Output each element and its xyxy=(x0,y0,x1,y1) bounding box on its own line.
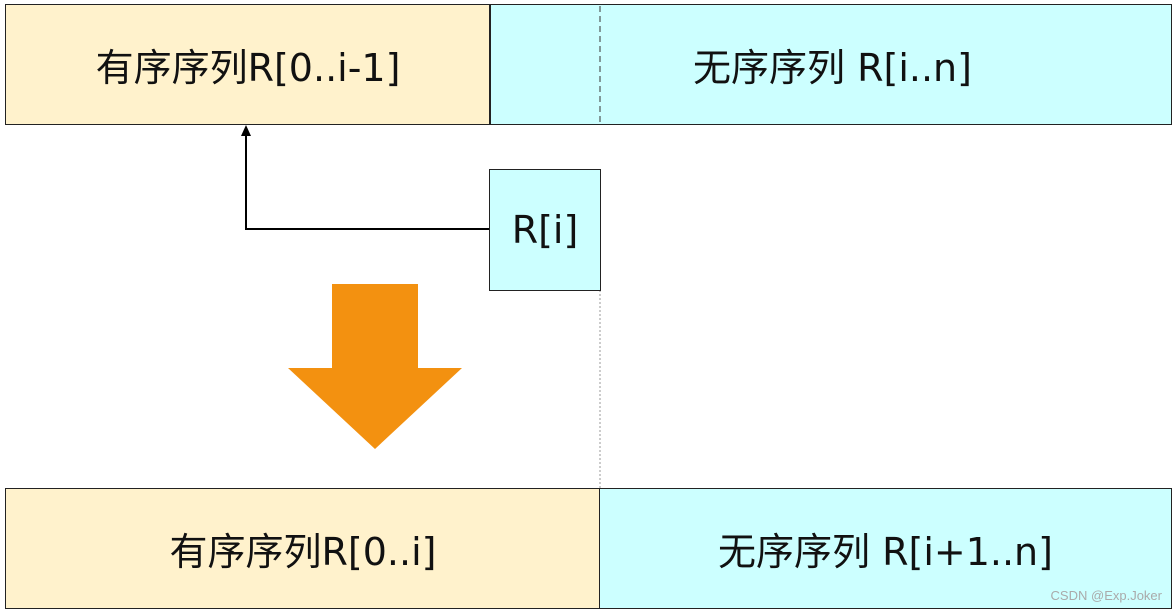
watermark: CSDN @Exp.Joker xyxy=(1050,588,1162,603)
current-element-label: R[i] xyxy=(511,208,579,252)
bottom-sorted-region: 有序序列R[0..i] xyxy=(5,488,601,609)
insert-arrow-line xyxy=(245,134,490,230)
top-sorted-region: 有序序列R[0..i-1] xyxy=(5,4,491,125)
top-unsorted-label: 无序序列 R[i..n] xyxy=(693,46,972,90)
bottom-unsorted-label: 无序序列 R[i+1..n] xyxy=(718,530,1053,574)
bottom-sorted-label: 有序序列R[0..i] xyxy=(169,530,437,574)
top-sorted-label: 有序序列R[0..i-1] xyxy=(95,46,401,90)
bottom-unsorted-region: 无序序列 R[i+1..n] xyxy=(599,488,1172,609)
down-arrow-icon xyxy=(288,284,462,449)
top-unsorted-region: 无序序列 R[i..n] xyxy=(489,4,1172,125)
insert-arrowhead-icon xyxy=(241,125,251,136)
current-element-box: R[i] xyxy=(489,169,601,291)
